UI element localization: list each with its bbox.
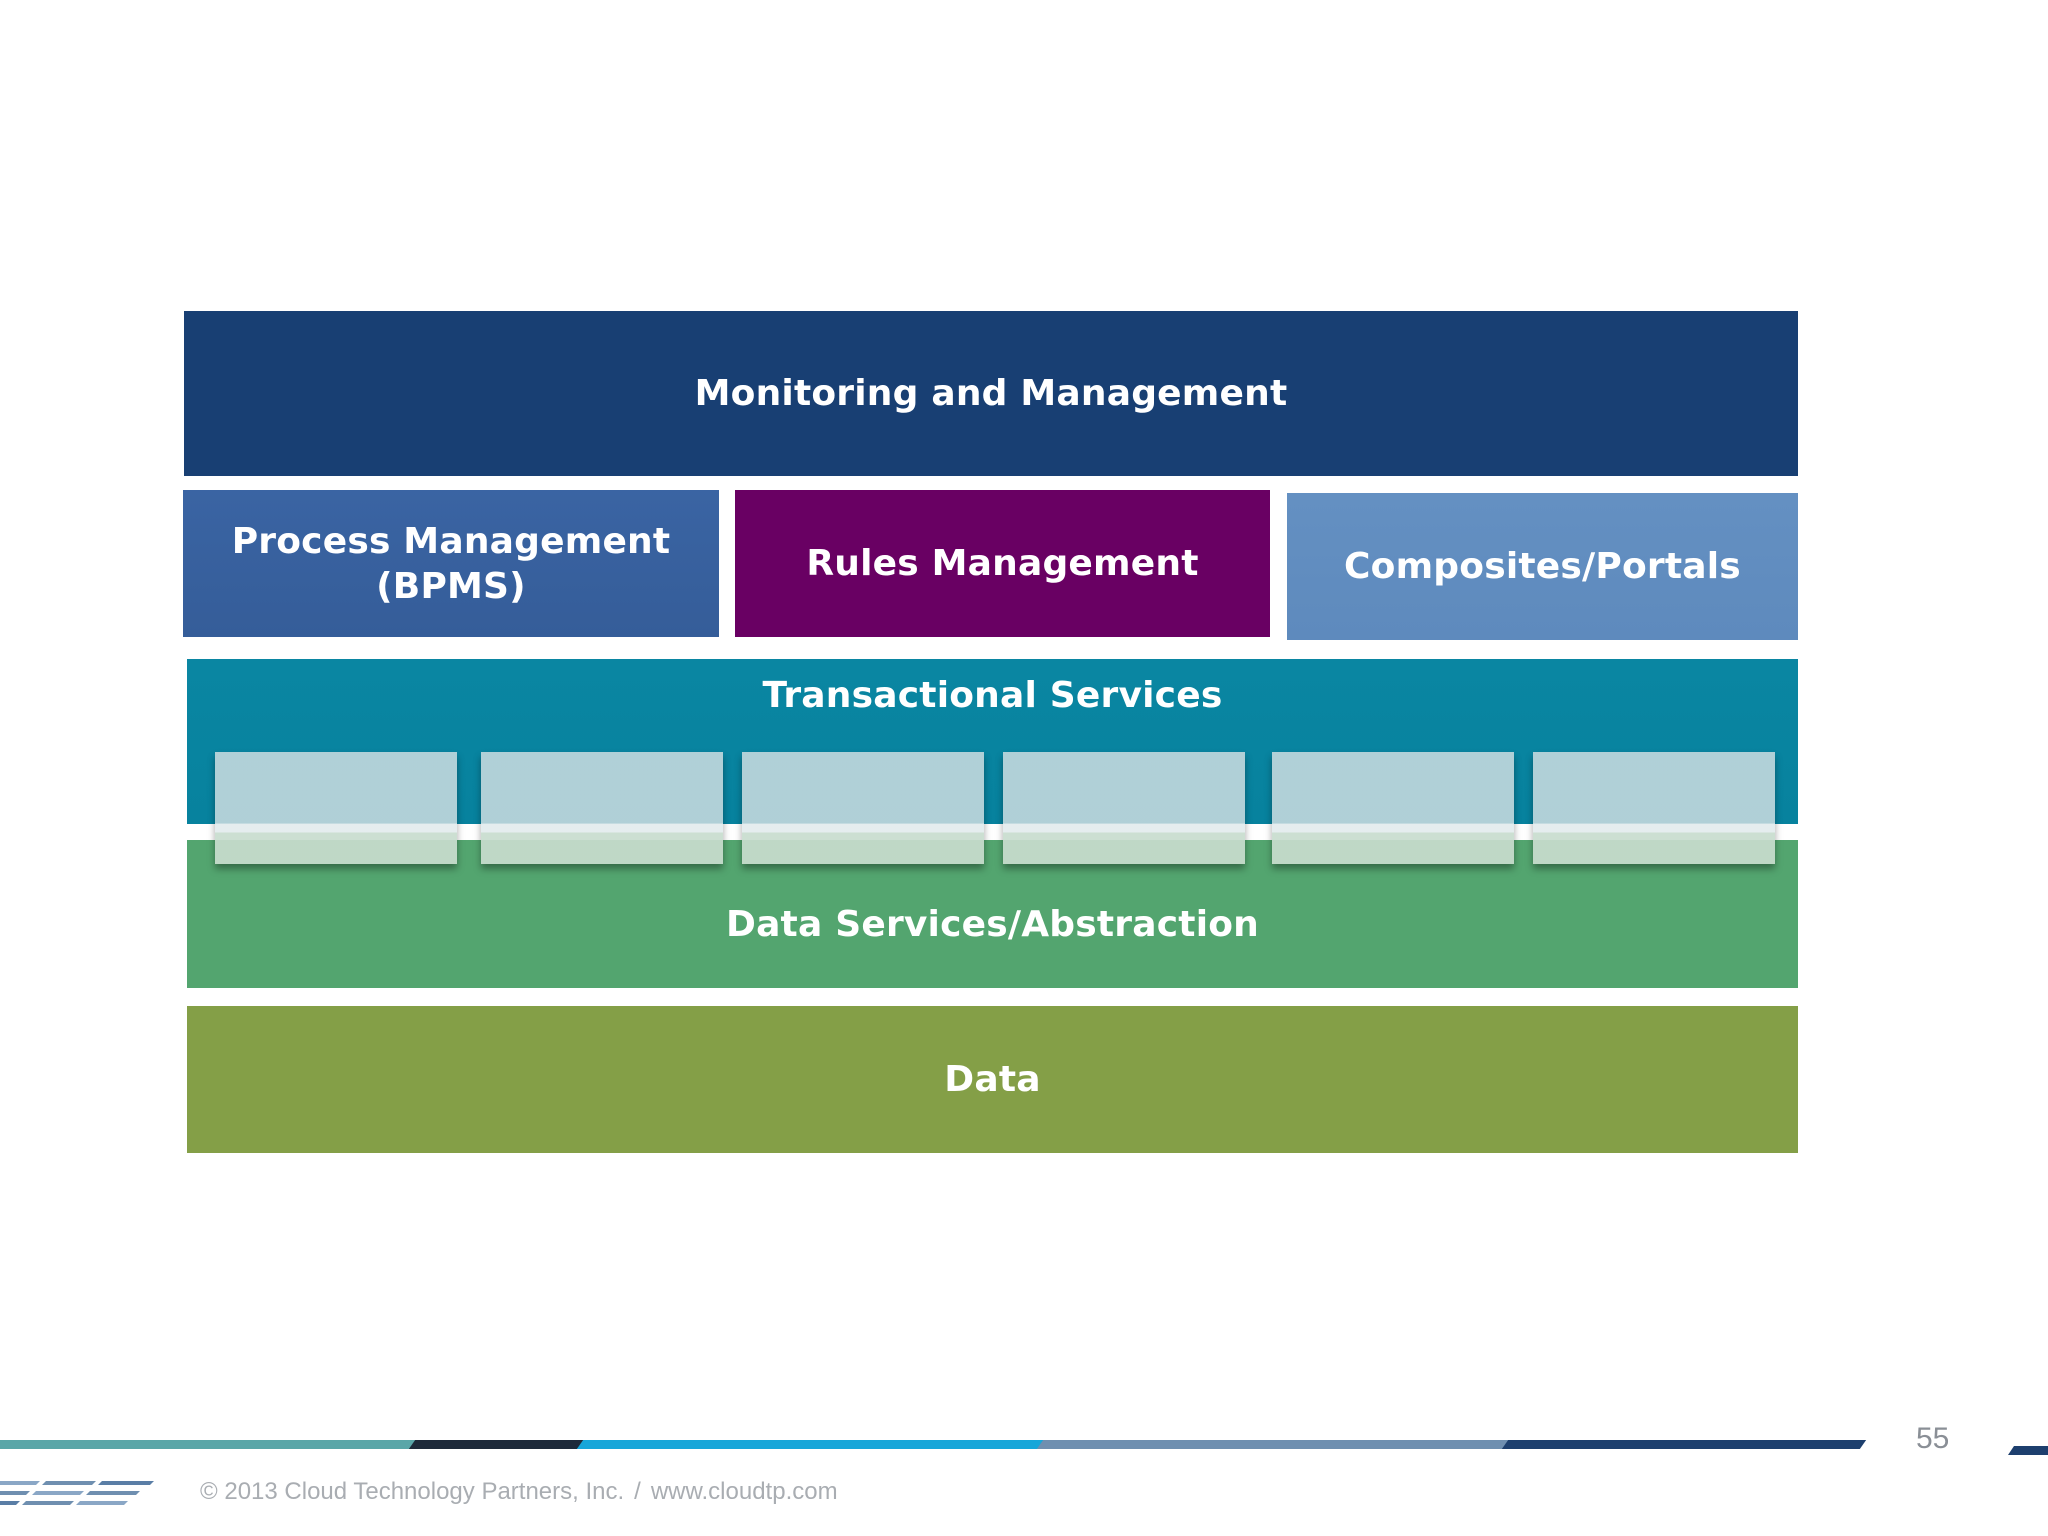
footer-bar-segment <box>0 1440 420 1449</box>
service-tile <box>1272 752 1514 864</box>
data-services-layer: Data Services/Abstraction <box>187 840 1798 988</box>
service-tile <box>481 752 723 864</box>
process-management-box: Process Management (BPMS) <box>183 490 719 637</box>
copyright-text: © 2013 Cloud Technology Partners, Inc. <box>200 1478 625 1505</box>
service-tile <box>742 752 984 864</box>
company-logo-icon <box>0 1478 160 1508</box>
service-tile <box>215 752 457 864</box>
transactional-label: Transactional Services <box>762 675 1223 716</box>
service-tile <box>1533 752 1775 864</box>
rules-label: Rules Management <box>806 543 1199 584</box>
data-layer: Data <box>187 1006 1798 1153</box>
monitoring-label: Monitoring and Management <box>694 373 1288 414</box>
footer-bar-tail <box>2008 1440 2048 1455</box>
footer-bar-segment <box>408 1440 591 1449</box>
footer-bar-segment <box>1036 1440 1514 1449</box>
monitoring-layer: Monitoring and Management <box>184 311 1798 476</box>
data-services-label: Data Services/Abstraction <box>725 903 1259 945</box>
footer-text: © 2013 Cloud Technology Partners, Inc. / w… <box>200 1478 838 1506</box>
footer-bar-segment <box>576 1440 1049 1449</box>
composites-portals-box: Composites/Portals <box>1287 493 1798 640</box>
process-label-line2: (BPMS) <box>376 565 526 607</box>
data-label: Data <box>944 1059 1041 1100</box>
service-tile <box>1003 752 1245 864</box>
page-number: 55 <box>1916 1422 1950 1455</box>
footer-bar-segment <box>1501 1440 1867 1449</box>
composites-label: Composites/Portals <box>1344 546 1741 587</box>
process-label-line1: Process Management <box>231 520 671 562</box>
footer-color-bar <box>0 1440 1867 1449</box>
rules-management-box: Rules Management <box>735 490 1270 637</box>
website-link[interactable]: www.cloudtp.com <box>650 1478 838 1505</box>
footer-separator: / <box>634 1478 641 1505</box>
